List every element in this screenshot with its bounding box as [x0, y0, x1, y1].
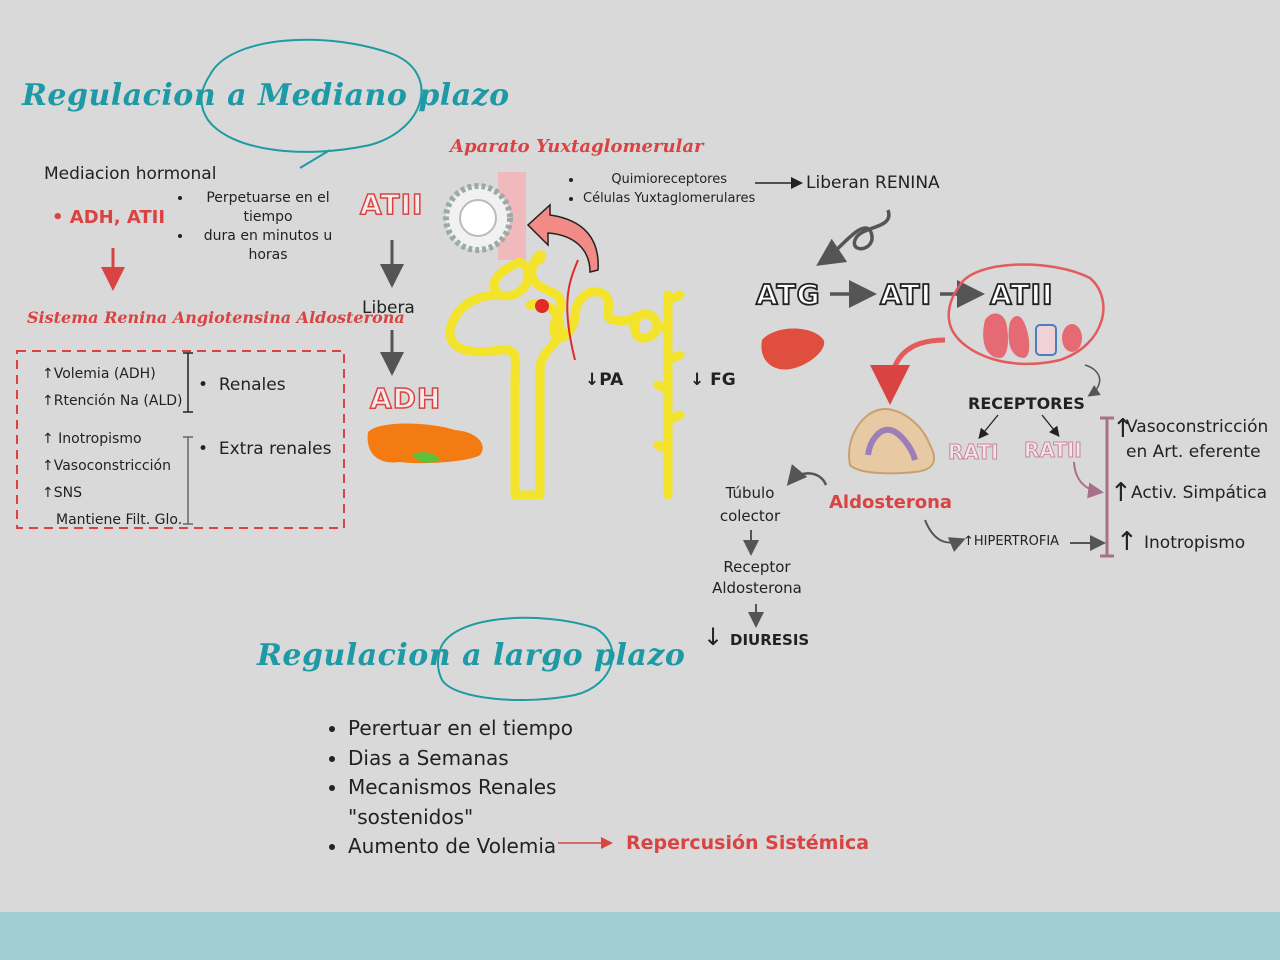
repercusion-label: Repercusión Sistémica [626, 832, 870, 854]
pink-curved-arrow [526, 203, 599, 273]
renal-item: ↑Volemia (ADH) [42, 366, 156, 382]
mediacion-bullet: • ADH, ATII [52, 207, 165, 228]
juxta-item: Células Yuxtaglomerulares [583, 189, 755, 208]
nephron-image [445, 250, 685, 500]
up-arrow-icon: ↑ [1116, 527, 1138, 557]
atg-label: ATG [755, 277, 821, 312]
extra-items: ↑ Inotropismo ↑Vasoconstricción ↑SNS Man… [42, 426, 182, 534]
libera-label: Libera [362, 298, 415, 318]
diuresis-label: DIURESIS [730, 631, 810, 649]
extra-label-text: Extra renales [218, 439, 332, 459]
long-term-bullet: Dias a Semanas [348, 744, 588, 774]
title-circle-medium [200, 38, 423, 169]
down-arrow-icon: ↓ [703, 623, 724, 651]
ati-label: ATI [879, 277, 933, 312]
extra-item: ↑Vasoconstricción [42, 458, 171, 474]
adrenal-gland-image [848, 408, 936, 475]
extra-label: • Extra renales [198, 439, 332, 459]
pa-label: ↓PA [585, 370, 624, 390]
renal-label-text: Renales [218, 375, 286, 395]
extra-item: ↑SNS [42, 485, 82, 501]
title-medium-term: Regulacion a Mediano plazo [22, 78, 510, 113]
effect-simpatica: Activ. Simpática [1131, 483, 1268, 503]
rati-label: RATI [947, 440, 999, 465]
adh-label: ADH [369, 381, 442, 416]
effect-inotropismo: Inotropismo [1144, 533, 1246, 553]
up-arrow-icon: ↑ [1112, 414, 1134, 444]
renal-items: ↑Volemia (ADH) ↑Rtención Na (ALD) [42, 361, 183, 415]
mediacion-note: dura en minutos u horas [193, 227, 343, 265]
bullet-dot: • [52, 207, 70, 228]
tubulo-label: Túbulo colector [719, 484, 781, 525]
lungs-kidneys-image [983, 313, 1082, 358]
sraa-title: Sistema Renina Angiotensina Aldosterona [27, 308, 405, 327]
long-term-bullets: Perertuar en el tiempo Dias a Semanas Me… [330, 714, 588, 862]
renal-item: ↑Rtención Na (ALD) [42, 393, 183, 409]
renal-label: • Renales [198, 375, 286, 395]
hipertrofia-label: ↑HIPERTROFIA [963, 534, 1060, 549]
extra-item: Mantiene Filt. Glo. [56, 512, 183, 528]
brain-image [367, 423, 483, 464]
mediacion-bullet-text: ADH, ATII [69, 207, 166, 228]
long-term-bullet: Perertuar en el tiempo [348, 714, 588, 744]
juxta-items: Quimioreceptores Células Yuxtaglomerular… [565, 170, 755, 208]
aldosterona-label: Aldosterona [829, 492, 953, 513]
receptores-title: RECEPTORES [968, 394, 1085, 413]
juxta-title: Aparato Yuxtaglomerular [450, 136, 704, 157]
up-arrow-icon: ↑ [1110, 478, 1132, 508]
extra-item: ↑ Inotropismo [42, 431, 142, 447]
long-term-bullet: Aumento de Volemia [348, 832, 588, 862]
atii-label-center: ATII [359, 187, 424, 222]
juxta-item: Quimioreceptores [583, 170, 755, 189]
mediacion-notes: Perpetuarse en el tiempo dura en minutos… [175, 189, 343, 265]
ratii-label: RATII [1024, 438, 1083, 463]
liver-image [761, 328, 825, 370]
receptor-aldosterona-label: Receptor Aldosterona [712, 558, 802, 597]
sraa-dashed-box [16, 350, 345, 529]
mediacion-note: Perpetuarse en el tiempo [193, 189, 343, 227]
long-term-bullet: Mecanismos Renales "sostenidos" [348, 773, 588, 832]
liberan-renina: Liberan RENINA [806, 173, 940, 193]
effect-vasoconstriccion: Vasoconstricción en Art. eferente [1126, 417, 1269, 462]
title-circle-long [436, 616, 614, 701]
mediacion-heading: Mediacion hormonal [44, 164, 217, 184]
atii-label-cascade: ATII [989, 277, 1054, 312]
atii-red-circle [947, 263, 1105, 366]
fg-label: ↓ FG [690, 370, 736, 390]
title-long-term: Regulacion a largo plazo [257, 638, 686, 673]
footer-band [0, 912, 1280, 960]
glomerulus-image [443, 172, 526, 260]
